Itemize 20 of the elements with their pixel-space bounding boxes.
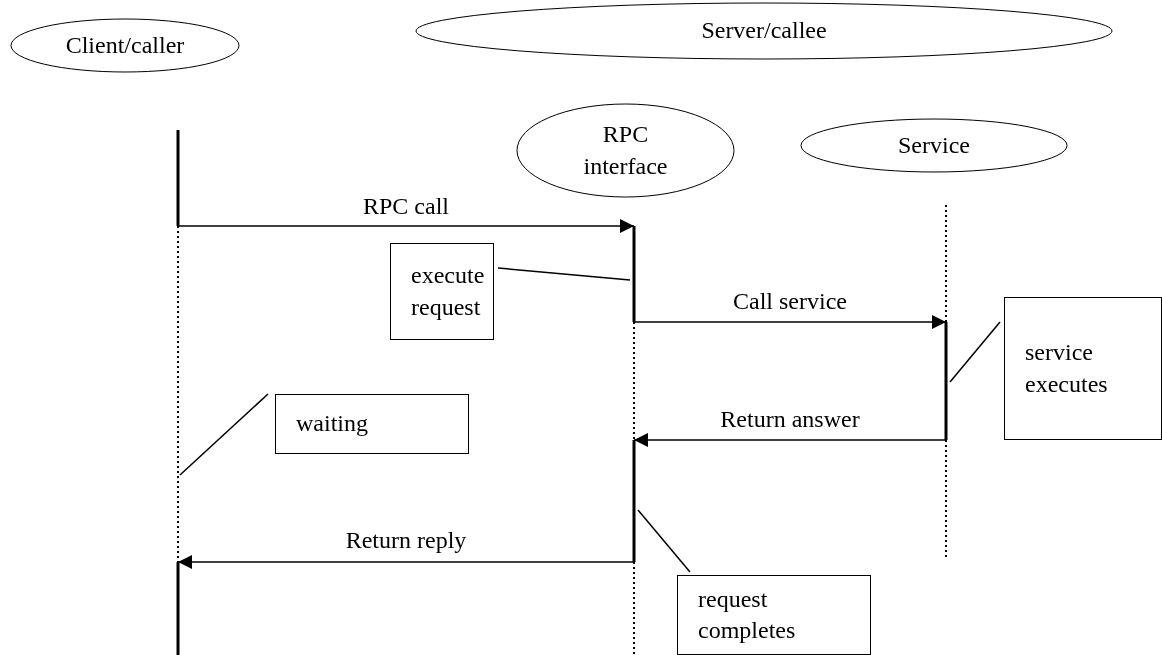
- message-arrow: [633, 433, 947, 447]
- leader-line: [179, 393, 269, 476]
- note-text: service executes: [1025, 338, 1109, 399]
- message-arrow: [177, 219, 635, 233]
- note-box: [390, 243, 494, 340]
- message-arrow: [177, 555, 635, 569]
- message-arrow: [633, 315, 947, 329]
- leader-line: [949, 321, 1001, 383]
- note-text: request completes: [698, 584, 797, 645]
- participant-name: Service: [898, 130, 970, 160]
- leader-line: [497, 267, 631, 281]
- participant-name: Server/callee: [701, 16, 827, 46]
- participant-name: RPC interface: [582, 120, 669, 181]
- note-box: [677, 575, 871, 655]
- note-text: execute request: [411, 261, 486, 322]
- note-text: waiting: [296, 409, 368, 439]
- participant-name: Client/caller: [65, 30, 185, 60]
- note-box: [275, 394, 469, 454]
- note-box: [1004, 297, 1162, 440]
- leader-line: [637, 509, 691, 573]
